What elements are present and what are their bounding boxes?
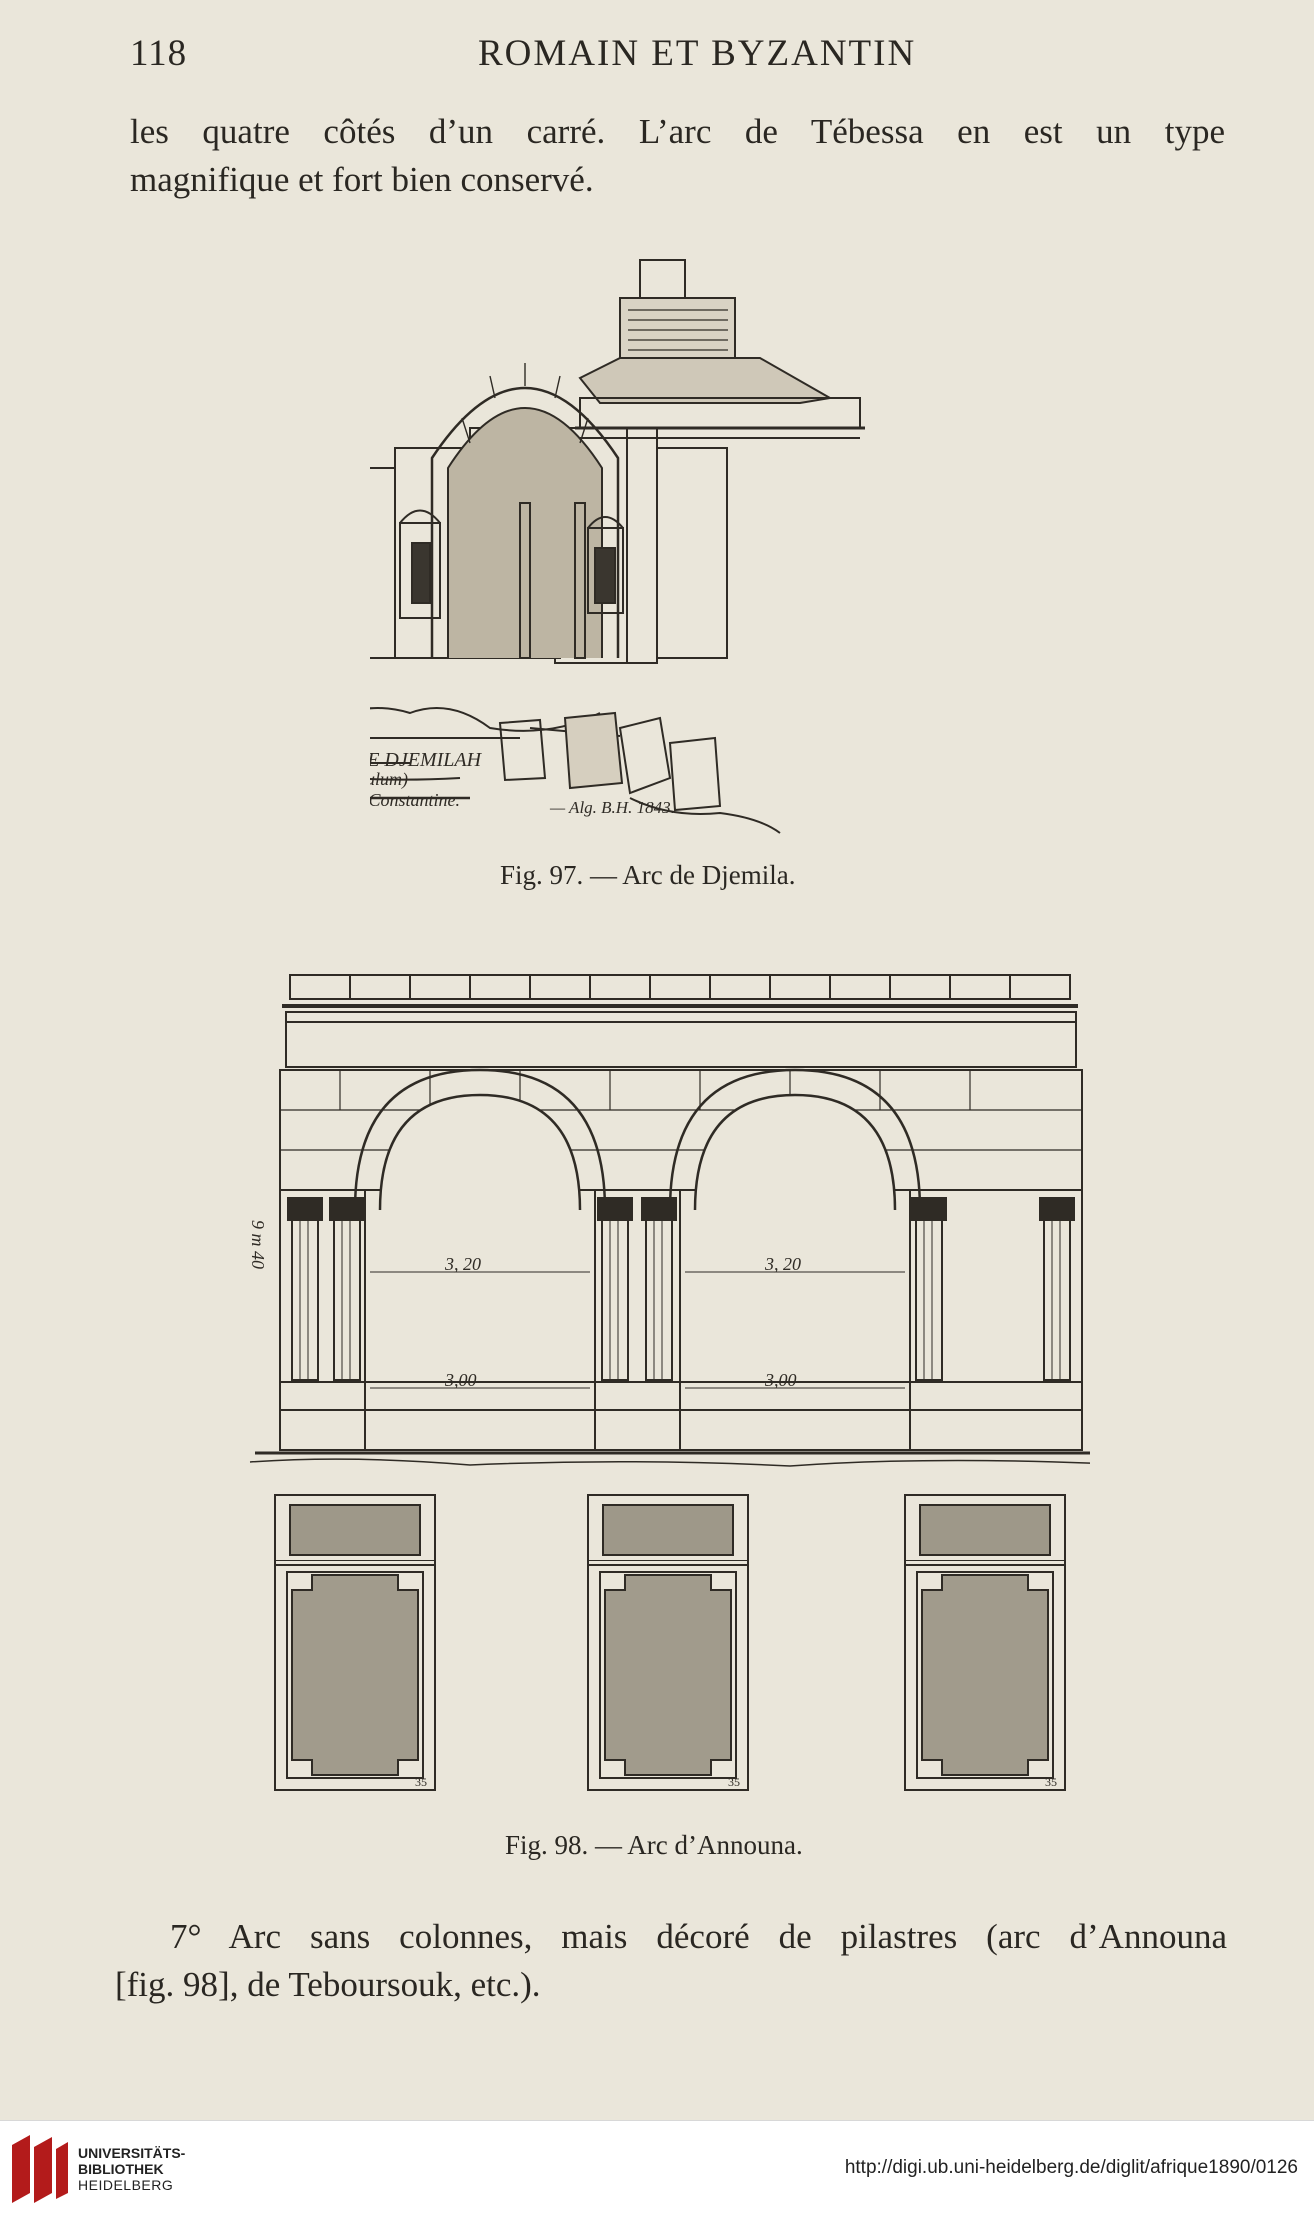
sketch-signature: — Alg. B.H. 1843.: [549, 798, 675, 817]
text-line: [fig. 98], de Teboursouk, etc.).: [115, 1965, 541, 2004]
pier-plan: [587, 1560, 749, 1791]
dimension-label: 3,00: [764, 1370, 797, 1390]
library-logo-icon: [12, 2135, 68, 2203]
text-line: 7° Arc sans colonnes, mais décoré de pil…: [170, 1917, 1227, 1956]
dimension-label: 3, 20: [764, 1254, 801, 1274]
library-name: UNIVERSITÄTS- BIBLIOTHEK HEIDELBERG: [78, 2145, 185, 2193]
scanned-book-page: 118 ROMAIN ET BYZANTIN les quatre côtés …: [115, 32, 1230, 2009]
figure-98-plans: 35 35 35: [274, 1560, 1066, 1791]
scale-mark: 35: [728, 1775, 740, 1789]
running-title: ROMAIN ET BYZANTIN: [478, 33, 917, 74]
page-number: 118: [130, 33, 188, 74]
sketch-inscription-line: (cuiculum): [370, 769, 408, 790]
intro-paragraph: les quatre côtés d’un carré. L’arc de Té…: [130, 108, 1225, 204]
figure-97-drawing: ARC DE DJEMILAH (cuiculum) Prov. de Cons…: [370, 259, 865, 834]
figure-98-elevation: 3, 20 3, 20 3,00 3,00 9 m 40: [248, 974, 1090, 1566]
sketch-inscription-line: ARC DE DJEMILAH: [370, 749, 483, 771]
text-line: les quatre côtés d’un carré. L’arc de Té…: [130, 112, 1225, 151]
library-name-line: HEIDELBERG: [78, 2177, 174, 2193]
sketch-inscription-line: Prov. de Constantine.: [370, 790, 460, 810]
figure-97-caption: Fig. 97. — Arc de Djemila.: [500, 860, 796, 890]
pier-plan: [904, 1560, 1066, 1791]
text-line: magnifique et fort bien conservé.: [130, 160, 594, 199]
closing-paragraph: 7° Arc sans colonnes, mais décoré de pil…: [115, 1913, 1227, 2009]
library-name-line: UNIVERSITÄTS-: [78, 2145, 186, 2161]
digitization-footer: UNIVERSITÄTS- BIBLIOTHEK HEIDELBERG http…: [0, 2120, 1314, 2216]
figure-98-caption: Fig. 98. — Arc d’Announa.: [505, 1830, 803, 1860]
running-head: 118 ROMAIN ET BYZANTIN: [130, 32, 1230, 82]
library-name-line: BIBLIOTHEK: [78, 2161, 164, 2177]
pier-plan: [274, 1560, 436, 1791]
dimension-label: 3,00: [444, 1370, 477, 1390]
source-url-link[interactable]: http://digi.ub.uni-heidelberg.de/diglit/…: [844, 2157, 1298, 2178]
height-label: 9 m 40: [248, 1220, 268, 1269]
dimension-label: 3, 20: [444, 1254, 481, 1274]
scale-mark: 35: [415, 1775, 427, 1789]
scale-mark: 35: [1045, 1775, 1057, 1789]
